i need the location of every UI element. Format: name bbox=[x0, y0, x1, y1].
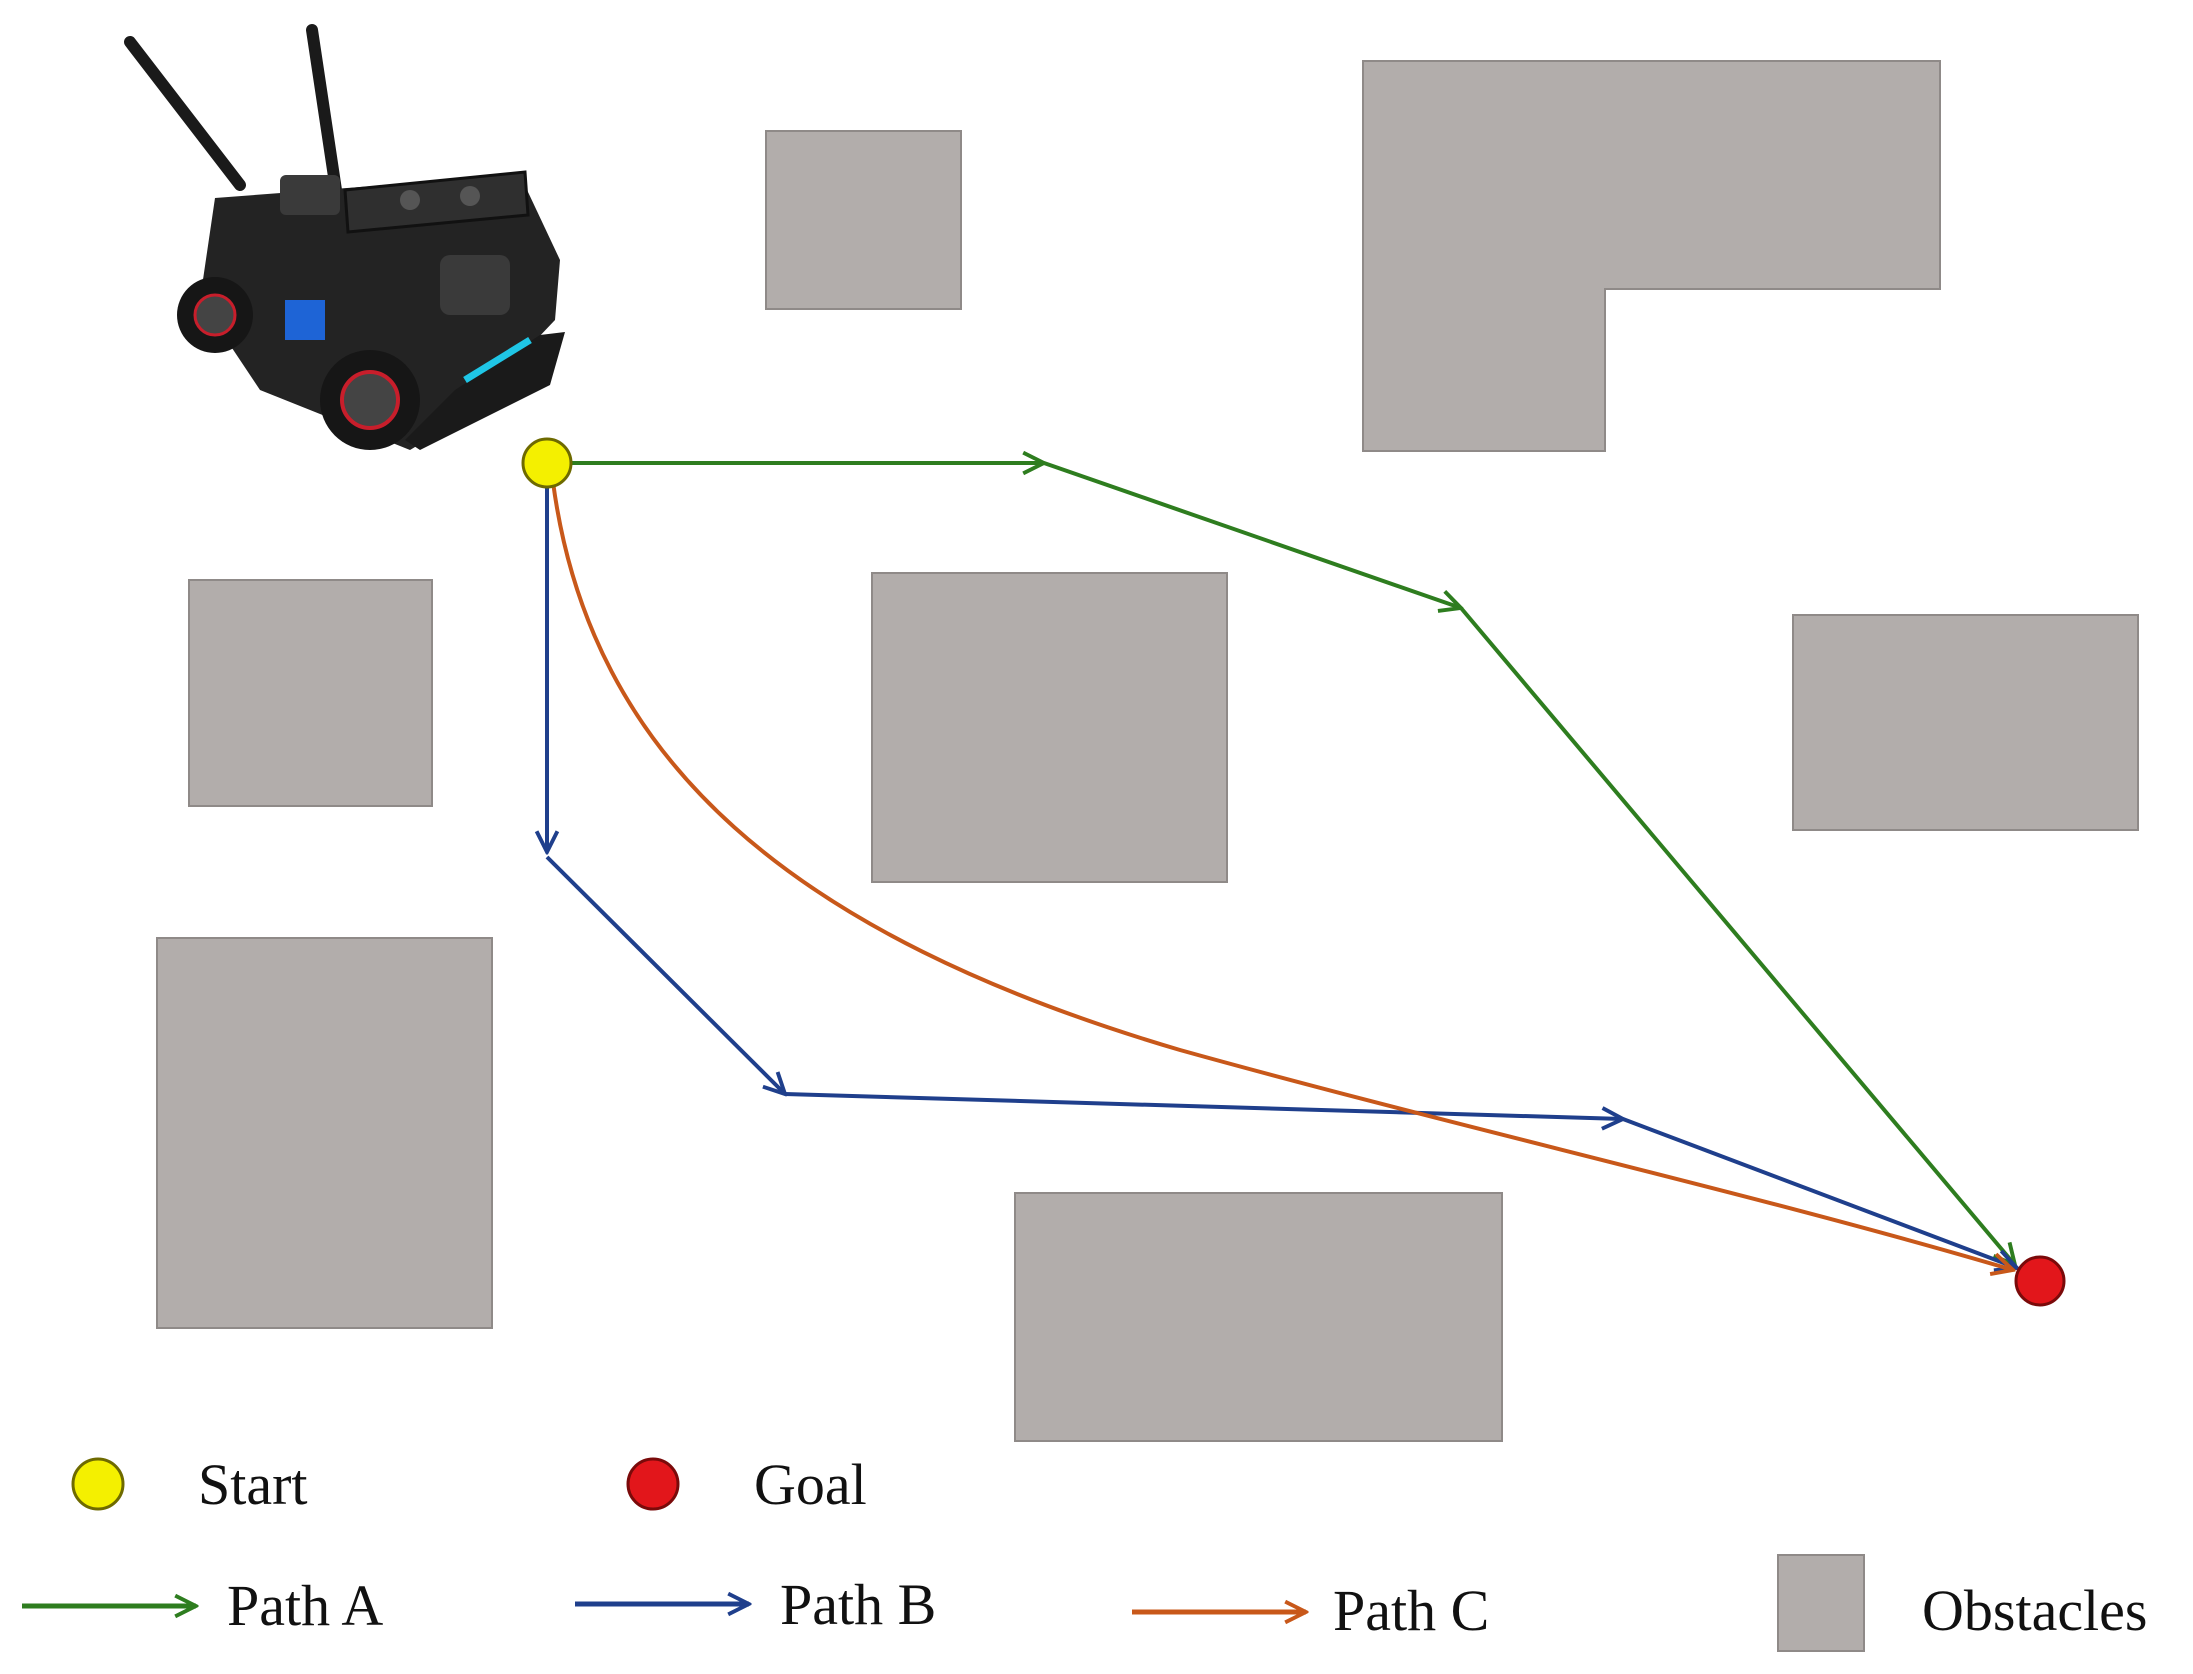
legend-path-b-label: Path B bbox=[780, 1572, 936, 1637]
path-a-segment-3 bbox=[1459, 606, 2015, 1265]
goal-marker bbox=[2014, 1255, 2066, 1307]
obstacle-left-lower bbox=[156, 937, 493, 1329]
start-marker bbox=[521, 437, 573, 489]
mobile-robot-image bbox=[124, 24, 565, 450]
legend-start-swatch bbox=[71, 1457, 125, 1511]
legend-goal-label: Goal bbox=[754, 1452, 867, 1517]
legend-obstacles-label: Obstacles bbox=[1922, 1578, 2148, 1643]
legend-start-label: Start bbox=[198, 1452, 308, 1517]
obstacle-center bbox=[871, 572, 1228, 883]
path-b-segment-3 bbox=[784, 1092, 1623, 1119]
path-a-segment-2 bbox=[1043, 461, 1461, 608]
obstacle-top-small bbox=[765, 130, 962, 310]
path-a bbox=[549, 463, 2015, 1265]
path-c bbox=[551, 481, 2013, 1270]
legend-path-c-label: Path C bbox=[1333, 1578, 1489, 1643]
path-b-segment-4 bbox=[1622, 1117, 2017, 1268]
path-b-segment-2 bbox=[545, 855, 785, 1094]
legend-goal-swatch bbox=[626, 1457, 680, 1511]
legend-path-a-label: Path A bbox=[227, 1573, 383, 1638]
obstacle-left-upper bbox=[188, 579, 433, 807]
obstacle-right bbox=[1792, 614, 2139, 831]
legend: Start Goal Path A Path B Path C Obstacle… bbox=[22, 1452, 2148, 1652]
path-b bbox=[547, 485, 2017, 1268]
obstacle-bottom-center bbox=[1014, 1192, 1503, 1442]
legend-obstacles-swatch bbox=[1777, 1554, 1865, 1652]
obstacle-l-shaped bbox=[1362, 60, 1941, 452]
